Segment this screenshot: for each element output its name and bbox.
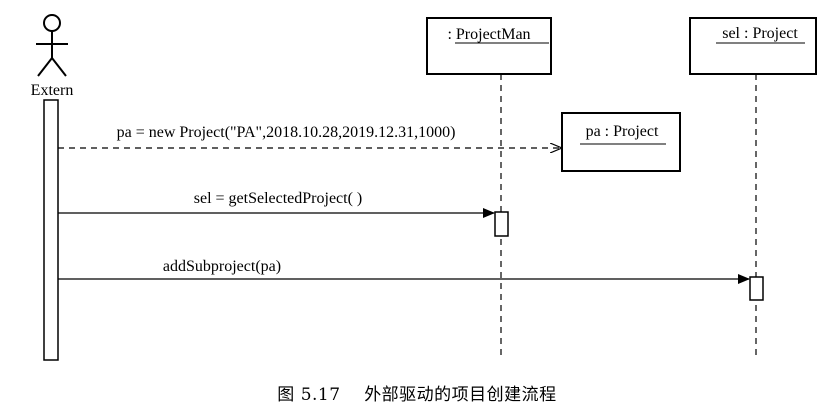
object-sel-label: sel : Project [722, 25, 798, 42]
actor-label: Extern [31, 82, 74, 99]
object-pa-project: pa : Project [561, 112, 681, 172]
figure-caption: 图 5.17 外部驱动的项目创建流程 [0, 380, 834, 405]
message-add-label: addSubproject(pa) [163, 258, 281, 275]
activation-projectman [494, 211, 509, 237]
activation-sel [749, 276, 764, 301]
message-create-label: pa = new Project("PA",2018.10.28,2019.12… [117, 124, 456, 141]
object-sel-project: sel : Project [689, 17, 817, 75]
object-pa-label: pa : Project [586, 123, 659, 140]
actor-activation-bar [43, 99, 59, 361]
actor-extern-icon [36, 14, 68, 77]
message-get-label: sel = getSelectedProject( ) [194, 190, 363, 207]
object-projectman-label: : ProjectMan [447, 26, 530, 43]
object-projectman: : ProjectMan [426, 17, 552, 75]
caption-number: 图 5.17 [277, 385, 341, 405]
caption-text: 外部驱动的项目创建流程 [364, 385, 557, 405]
